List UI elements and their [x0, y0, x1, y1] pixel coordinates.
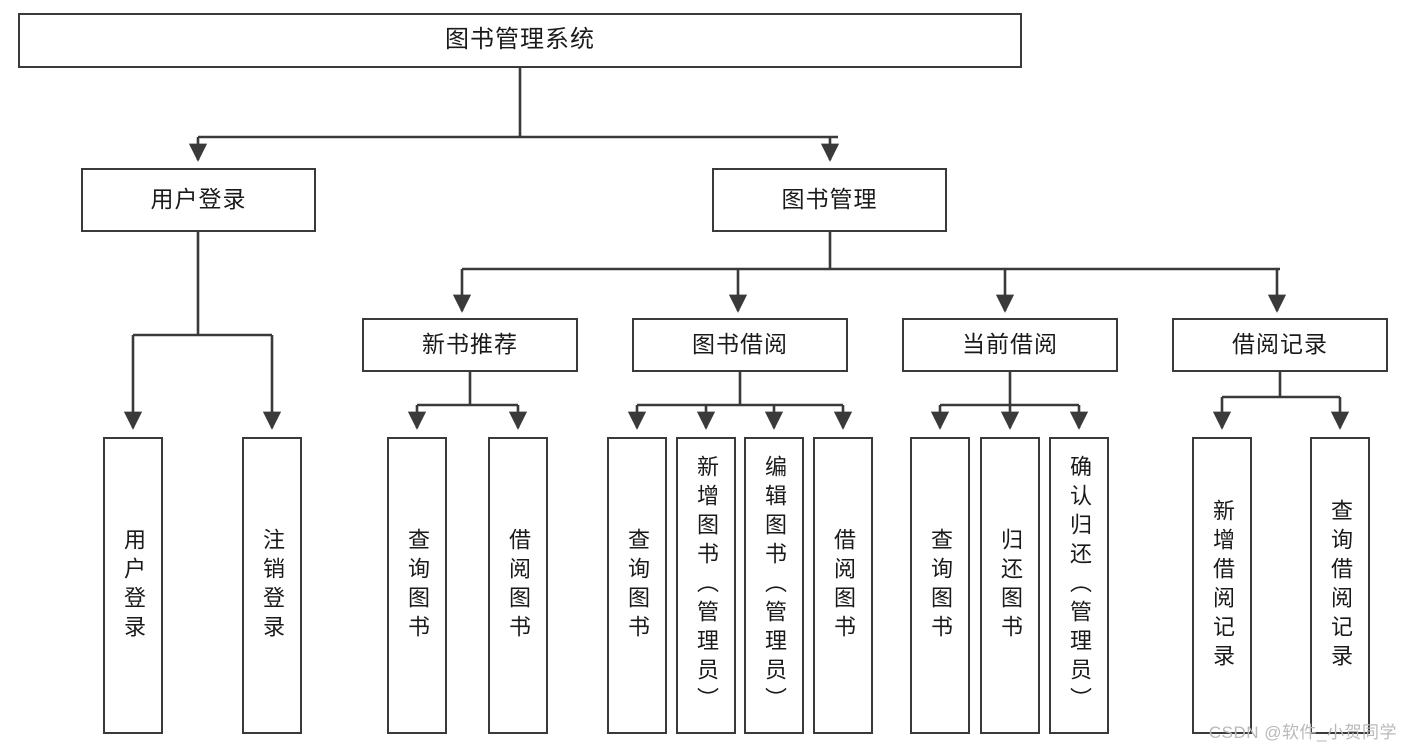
csdn-watermark: CSDN @软件_小贺同学	[1208, 723, 1397, 742]
leaf-borrow-book[interactable]: 借阅图书	[813, 437, 873, 734]
leaf-return-book[interactable]: 归还图书	[980, 437, 1040, 734]
node-book-borrow[interactable]: 图书借阅	[632, 318, 848, 372]
leaf-logout-login[interactable]: 注销登录	[242, 437, 302, 734]
node-borrow-record[interactable]: 借阅记录	[1172, 318, 1388, 372]
node-root-system[interactable]: 图书管理系统	[18, 13, 1022, 68]
leaf-query-book-borrow[interactable]: 查询图书	[607, 437, 667, 734]
leaf-add-book-admin[interactable]: 新增图书（管理员）	[676, 437, 736, 734]
leaf-edit-book-admin[interactable]: 编辑图书（管理员）	[744, 437, 804, 734]
node-book-management[interactable]: 图书管理	[712, 168, 947, 232]
leaf-borrow-book-recommend[interactable]: 借阅图书	[488, 437, 548, 734]
leaf-query-book-current[interactable]: 查询图书	[910, 437, 970, 734]
leaf-add-borrow-record[interactable]: 新增借阅记录	[1192, 437, 1252, 734]
node-new-book-recommend[interactable]: 新书推荐	[362, 318, 578, 372]
leaf-user-login[interactable]: 用户登录	[103, 437, 163, 734]
leaf-confirm-return-admin[interactable]: 确认归还（管理员）	[1049, 437, 1109, 734]
leaf-query-borrow-record[interactable]: 查询借阅记录	[1310, 437, 1370, 734]
node-user-login[interactable]: 用户登录	[81, 168, 316, 232]
leaf-query-book-recommend[interactable]: 查询图书	[387, 437, 447, 734]
node-current-borrow[interactable]: 当前借阅	[902, 318, 1118, 372]
